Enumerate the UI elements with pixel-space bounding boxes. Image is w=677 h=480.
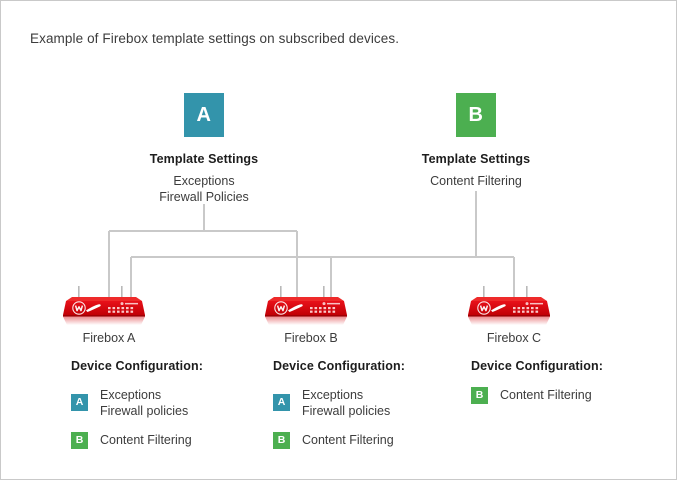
firebox-appliance-icon <box>468 286 550 325</box>
device-label-firebox-a: Firebox A <box>82 331 136 345</box>
config-title-a: Device Configuration: <box>71 359 203 373</box>
device-firebox-a: Firebox A <box>24 286 194 345</box>
config-item: B Content Filtering <box>471 387 671 404</box>
template-badge-b: B <box>456 93 496 137</box>
template-settings-b: B Template Settings Content Filtering <box>366 93 586 189</box>
config-badge-b: B <box>471 387 488 404</box>
config-title-c: Device Configuration: <box>471 359 603 373</box>
template-a-setting-1: Firewall Policies <box>159 190 249 204</box>
page-title: Example of Firebox template settings on … <box>30 31 400 46</box>
template-settings-a: A Template Settings Exceptions Firewall … <box>94 93 314 205</box>
device-label-firebox-b: Firebox B <box>284 331 338 345</box>
template-b-title: Template Settings <box>421 152 531 166</box>
template-b-setting-0: Content Filtering <box>430 174 522 188</box>
config-item: A Exceptions Firewall policies <box>71 387 271 419</box>
config-item-text: Content Filtering <box>100 433 192 447</box>
template-a-title: Template Settings <box>149 152 259 166</box>
config-badge-a: A <box>273 394 290 411</box>
firebox-appliance-icon <box>265 286 347 325</box>
config-item-text: Content Filtering <box>500 388 592 402</box>
config-item: A Exceptions Firewall policies <box>273 387 473 419</box>
config-item-text: Exceptions Firewall policies <box>302 388 391 418</box>
device-firebox-b: Firebox B <box>226 286 396 345</box>
config-item: B Content Filtering <box>71 432 271 449</box>
template-badge-a: A <box>184 93 224 137</box>
config-badge-a: A <box>71 394 88 411</box>
config-item: B Content Filtering <box>273 432 473 449</box>
config-badge-b: B <box>71 432 88 449</box>
device-configuration-b: Device Configuration: A Exceptions Firew… <box>273 359 473 462</box>
firebox-appliance-icon <box>63 286 145 325</box>
device-firebox-c: Firebox C <box>429 286 599 345</box>
device-configuration-a: Device Configuration: A Exceptions Firew… <box>71 359 271 462</box>
device-configuration-c: Device Configuration: B Content Filterin… <box>471 359 671 417</box>
config-badge-b: B <box>273 432 290 449</box>
template-a-setting-0: Exceptions <box>173 174 235 188</box>
device-label-firebox-c: Firebox C <box>486 331 542 345</box>
config-item-text: Content Filtering <box>302 433 394 447</box>
config-title-b: Device Configuration: <box>273 359 405 373</box>
config-item-text: Exceptions Firewall policies <box>100 388 189 418</box>
